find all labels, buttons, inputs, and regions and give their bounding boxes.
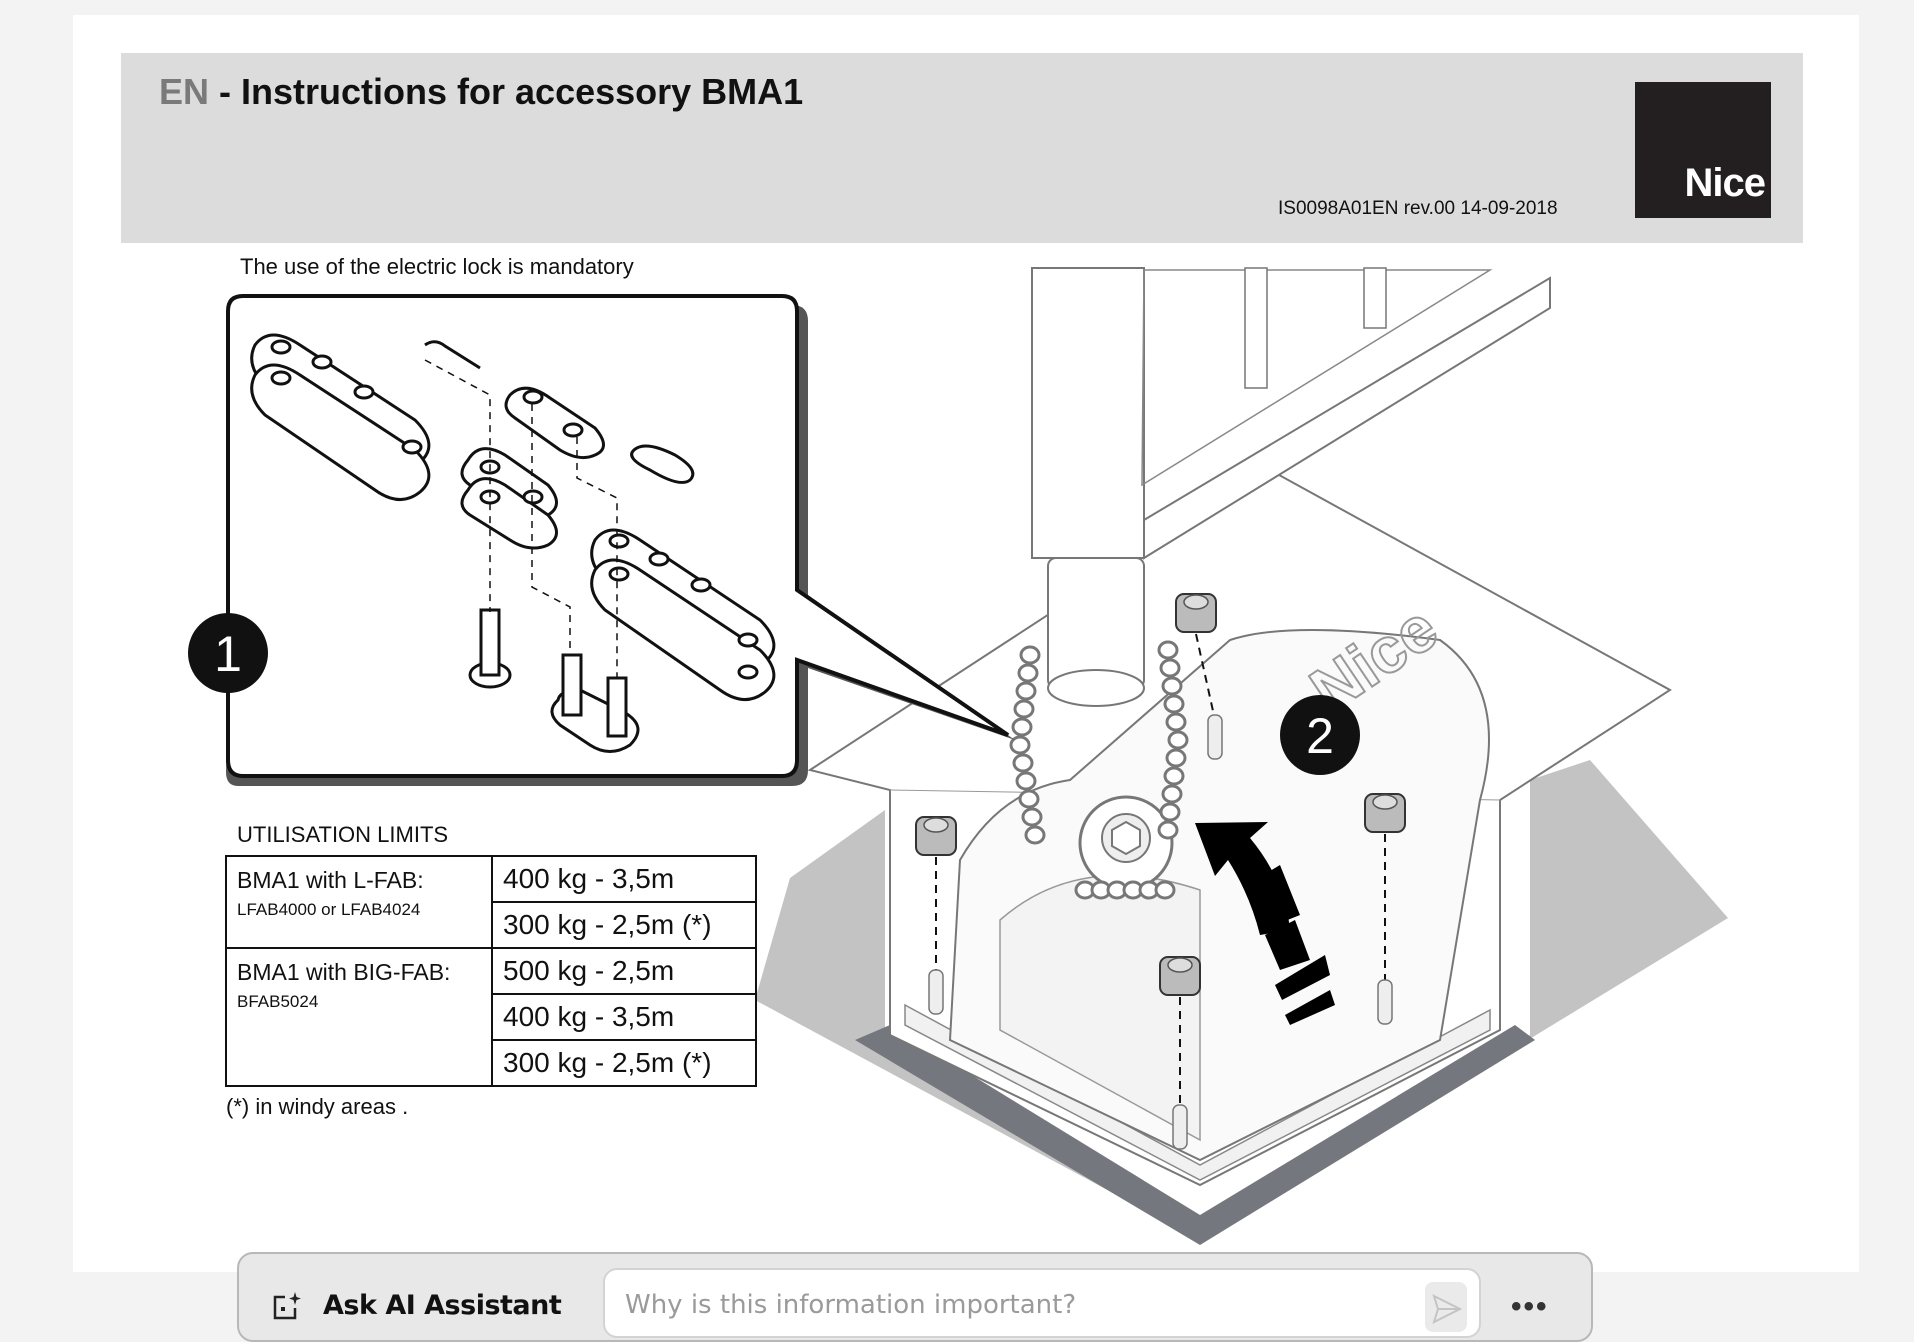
page-title: EN - Instructions for accessory BMA1 [159, 71, 803, 113]
language-code: EN [159, 71, 210, 112]
chain-roller [1011, 717, 1033, 737]
table-row: 300 kg - 2,5m (*) [226, 901, 757, 949]
chain-roller [1165, 748, 1187, 768]
footnote: (*) in windy areas . [226, 1094, 409, 1119]
ai-question-field[interactable] [603, 1268, 1481, 1338]
model-cell: BMA1 with BIG-FAB: BFAB5024 [225, 947, 493, 1087]
logo-text: Nice [1684, 161, 1766, 205]
link-pins [468, 608, 640, 753]
model-codes: LFAB4000 or LFAB4024 [237, 900, 421, 919]
limit-value: 400 kg - 3,5m [491, 855, 757, 903]
chain-roller [1159, 658, 1181, 678]
more-options-button[interactable]: ••• [1511, 1290, 1549, 1323]
chain-roller [1157, 640, 1179, 660]
table-row: BMA1 with BIG-FAB: BFAB5024 500 kg - 2,5… [225, 947, 757, 1087]
chain-roller [1163, 766, 1185, 786]
ai-question-input[interactable] [623, 1284, 1387, 1326]
chain-links-left [250, 333, 431, 501]
ai-assistant-bar: Ask AI Assistant ••• [237, 1252, 1593, 1342]
assembly-guides [424, 359, 618, 680]
chain-roller [1024, 825, 1046, 845]
mandatory-notice: The use of the electric lock is mandator… [240, 254, 634, 279]
utilisation-limits-table: BMA1 with L-FAB: LFAB4000 or LFAB4024 40… [225, 855, 757, 1087]
split-pin [424, 340, 481, 370]
chain-roller [1015, 681, 1037, 701]
nut [1364, 793, 1406, 1025]
table-row: BMA1 with L-FAB: LFAB4000 or LFAB4024 40… [225, 855, 757, 949]
chain-roller [1159, 802, 1181, 822]
send-button[interactable] [1425, 1282, 1467, 1332]
table-row: 400 kg - 3,5m [226, 993, 757, 1041]
fixing-nuts [915, 593, 1406, 1150]
model-cell: BMA1 with L-FAB: LFAB4000 or LFAB4024 [225, 855, 493, 949]
rotation-arrow [1195, 822, 1290, 935]
gate-post [1031, 267, 1145, 559]
chain-roller [1154, 880, 1176, 900]
ai-sparkle-icon [273, 1292, 301, 1320]
limit-value: 300 kg - 2,5m (*) [491, 1039, 757, 1087]
send-icon [1432, 1294, 1463, 1324]
document-reference: IS0098A01EN rev.00 14-09-2018 [1278, 198, 1558, 219]
document-header: EN - Instructions for accessory BMA1 IS0… [121, 53, 1803, 243]
chain-roller [1021, 807, 1043, 827]
limit-value: 300 kg - 2,5m (*) [491, 901, 757, 949]
model-codes: BFAB5024 [237, 992, 319, 1011]
chain-roller [1017, 663, 1039, 683]
chain-roller [1012, 753, 1034, 773]
chain-roller [1167, 730, 1189, 750]
chain-roller [1165, 712, 1187, 732]
connecting-link [460, 386, 695, 550]
step-1-badge: 1 [188, 613, 268, 693]
model-name: BMA1 with BIG-FAB: [237, 959, 451, 985]
chain-roller [1163, 694, 1185, 714]
chain-roller [1019, 645, 1041, 665]
chain-roller [1015, 771, 1037, 791]
chain-roller [1018, 789, 1040, 809]
nut [1159, 956, 1201, 1150]
utilisation-limits-title: UTILISATION LIMITS [237, 822, 449, 847]
nut [915, 816, 957, 1015]
model-name: BMA1 with L-FAB: [237, 867, 424, 893]
table-row: 300 kg - 2,5m (*) [226, 1039, 757, 1087]
limit-value: 400 kg - 3,5m [491, 993, 757, 1041]
chain-roller [1161, 784, 1183, 804]
limit-value: 500 kg - 2,5m [491, 947, 757, 995]
drive-chain [1009, 640, 1189, 900]
chain-roller [1009, 735, 1031, 755]
chain-links-right [590, 528, 776, 701]
nut [1175, 593, 1223, 760]
chain-roller [1157, 820, 1179, 840]
chain-roller [1013, 699, 1035, 719]
chain-roller [1161, 676, 1183, 696]
title-text: - Instructions for accessory BMA1 [219, 71, 804, 112]
step-2-badge: 2 [1280, 695, 1360, 775]
ai-assistant-label: Ask AI Assistant [323, 1290, 562, 1321]
nice-logo: Nice [1635, 82, 1771, 218]
